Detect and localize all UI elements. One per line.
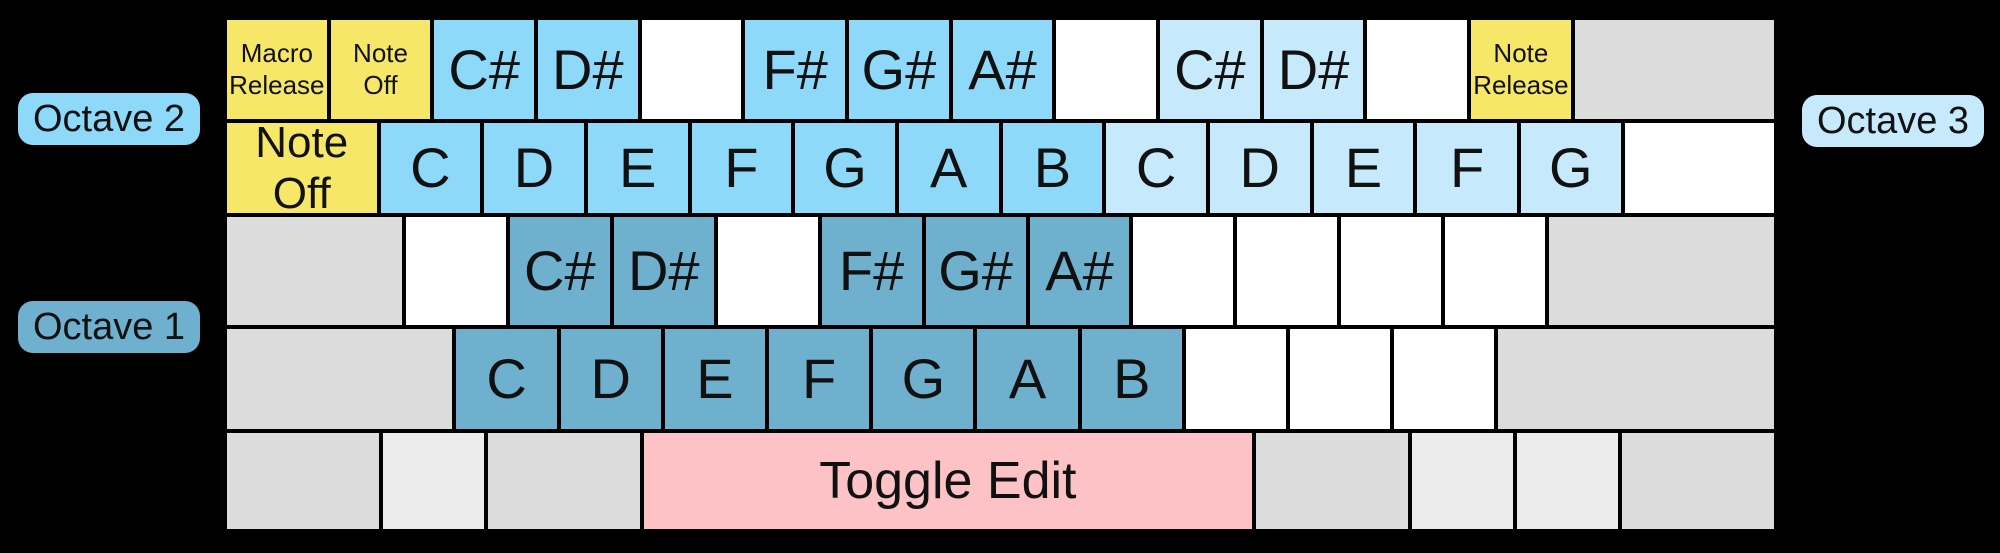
key-blank-white [1365, 18, 1470, 121]
key-e: E [1311, 121, 1416, 215]
key-blank-white [1339, 215, 1444, 327]
key-note-off: Note Off [225, 121, 379, 215]
key-blank-gray-light [1409, 431, 1515, 531]
key-f-sharp: F# [819, 215, 924, 327]
key-blank-white [1288, 327, 1393, 431]
key-c: C [1104, 121, 1208, 215]
key-d: D [482, 121, 586, 215]
home-row: C#D# F#G#A# [225, 215, 1777, 327]
key-blank-gray [486, 431, 643, 531]
octave-2-label: Octave 2 [18, 93, 200, 145]
key-blank-white [639, 18, 744, 121]
key-note-off: Note Off [328, 18, 433, 121]
key-blank-white [715, 215, 820, 327]
key-g: G [871, 327, 976, 431]
key-blank-white [1183, 327, 1289, 431]
key-blank-gray [1572, 18, 1777, 121]
key-blank-gray [1547, 215, 1777, 327]
key-blank-white [1622, 121, 1777, 215]
key-blank-gray-light [1514, 431, 1621, 531]
key-blank-white [403, 215, 508, 327]
key-c: C [378, 121, 483, 215]
key-macro-release: Macro Release [225, 18, 329, 121]
key-blank-gray [225, 215, 404, 327]
key-f: F [1415, 121, 1519, 215]
key-d: D [1207, 121, 1312, 215]
key-g: G [793, 121, 897, 215]
key-d-sharp: D# [536, 18, 640, 121]
key-e: E [662, 327, 768, 431]
key-a: A [975, 327, 1080, 431]
key-g: G [1518, 121, 1623, 215]
key-a: A [896, 121, 1001, 215]
key-c-sharp: C# [507, 215, 612, 327]
key-e: E [585, 121, 690, 215]
key-f: F [767, 327, 872, 431]
key-a-sharp: A# [1027, 215, 1132, 327]
octave-3-label: Octave 3 [1802, 95, 1984, 147]
key-toggle-edit: Toggle Edit [642, 431, 1254, 531]
key-blank-white [1392, 327, 1497, 431]
key-c-sharp: C# [1158, 18, 1262, 121]
key-blank-gray [1496, 327, 1777, 431]
key-blank-gray [1253, 431, 1410, 531]
key-blank-gray-light [380, 431, 487, 531]
octave-1-label: Octave 1 [18, 301, 200, 353]
key-d-sharp: D# [611, 215, 716, 327]
key-b: B [1000, 121, 1105, 215]
key-d-sharp: D# [1261, 18, 1366, 121]
key-c: C [454, 327, 559, 431]
key-c-sharp: C# [432, 18, 537, 121]
key-note-release: Note Release [1469, 18, 1573, 121]
key-b: B [1079, 327, 1184, 431]
bottom-row: Toggle Edit [225, 431, 1777, 531]
key-blank-white [1443, 215, 1548, 327]
key-g-sharp: G# [923, 215, 1028, 327]
key-a-sharp: A# [950, 18, 1055, 121]
key-blank-gray [225, 327, 455, 431]
key-blank-white [1054, 18, 1159, 121]
key-f-sharp: F# [743, 18, 848, 121]
key-d: D [558, 327, 663, 431]
key-blank-white [1131, 215, 1236, 327]
key-g-sharp: G# [847, 18, 951, 121]
key-blank-gray [225, 431, 381, 531]
key-blank-gray [1620, 431, 1777, 531]
key-f: F [689, 121, 794, 215]
key-blank-white [1235, 215, 1340, 327]
